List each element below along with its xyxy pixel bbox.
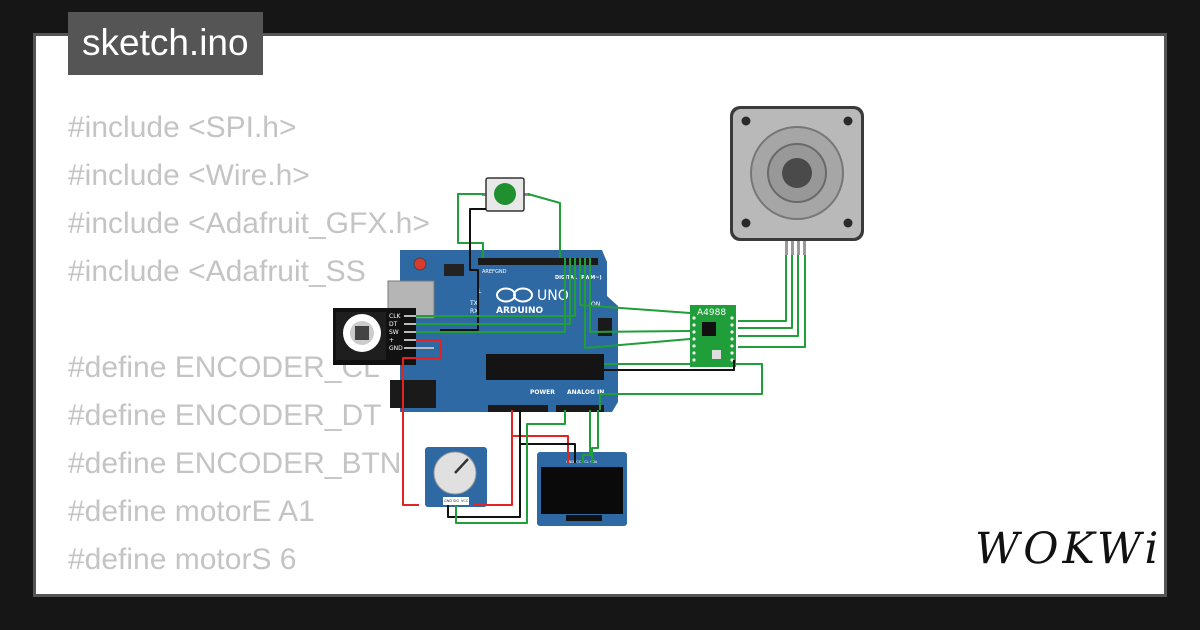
wire-pot-sig [455,410,566,524]
a4988-driver[interactable]: A4988 [690,305,736,367]
wire-motor-d [738,255,806,348]
wire-oled-vcc [511,410,569,463]
driver-label: A4988 [697,308,726,318]
code-line: #include <SPI.h> [68,111,297,144]
oled-pin-scl: SCL [582,460,589,464]
encoder-pin-gnd: GND [389,345,403,352]
file-tab[interactable]: sketch.ino [68,12,263,75]
oled-pin-sda: SDA [590,460,598,464]
pot-pin-vcc: VCC [461,499,469,503]
arduino-tx-label: TX [469,300,478,307]
wire-motor-c [738,255,799,337]
push-button[interactable] [482,177,530,212]
encoder-pin-clk: CLK [389,313,402,320]
wire-pot-vcc [474,436,513,506]
oled-display[interactable]: GND VCC SCL SDA [537,452,627,526]
oled-pin-vcc: VCC [574,460,582,464]
wire-button-gnd [440,208,486,331]
code-line: #include <Wire.h> [68,159,310,192]
code-line: #include <Adafruit_GFX.h> [68,207,430,240]
arduino-power-label: POWER [530,389,555,396]
arduino-l-label: L [478,288,482,295]
wire-oled-scl [582,410,591,463]
arduino-model-label: UNO [537,288,569,304]
code-line: #define ENCODER_DT [68,399,382,432]
code-line: #define motorE A1 [68,495,315,528]
pot-pin-sig: SIG [453,499,459,503]
code-line: #define motorS 6 [68,543,297,576]
arduino-on-label: ON [591,301,600,308]
wire-motor-b [738,255,793,329]
stepper-motor[interactable] [730,106,864,255]
wires [402,193,806,524]
arduino-rx-label: RX [470,308,478,315]
code-preview: #include <SPI.h> #include <Wire.h> #incl… [68,104,430,594]
wire-enable [589,258,691,333]
arduino-gnd-label: GND [495,269,507,275]
oled-pin-gnd: GND [566,460,574,464]
wire-dir [584,258,691,349]
wire-pot-gnd [447,444,521,518]
potentiometer[interactable]: GND SIG VCC [425,447,487,507]
arduino-brand-label: ARDUINO [496,306,544,316]
wire-motor-a [738,255,787,322]
code-line: #define motorD A2 [68,584,430,594]
wire-driver-gnd [604,360,735,371]
wire-oled-gnd [519,410,576,463]
arduino-digital-label: DIGITAL (PWM~) [555,275,602,281]
code-line: #define ENCODER_BTN [68,447,402,480]
code-line: #include <Adafruit_SS [68,255,366,288]
arduino-logo [496,287,533,303]
wire-step [579,258,691,314]
wire-encoder-sw [416,258,566,333]
wire-encoder-vcc [402,339,441,506]
wire-button-b [527,193,561,258]
encoder-pin-dt: DT [389,321,398,328]
wire-button-a [457,193,484,258]
rotary-encoder[interactable]: CLK DT SW + GND [333,308,434,365]
encoder-pin-sw: SW [389,329,399,336]
wire-encoder-dt [416,258,571,325]
wire-driver-vcc [599,363,763,410]
pot-pin-gnd: GND [444,499,452,503]
wokwi-logo: WOKWi [975,524,1163,574]
arduino-analog-label: ANALOG IN [567,389,604,396]
wire-oled-sda [591,410,599,463]
arduino-aref-label: AREF [482,269,495,275]
encoder-pin-vcc: + [389,337,394,344]
wire-encoder-clk [416,258,576,317]
